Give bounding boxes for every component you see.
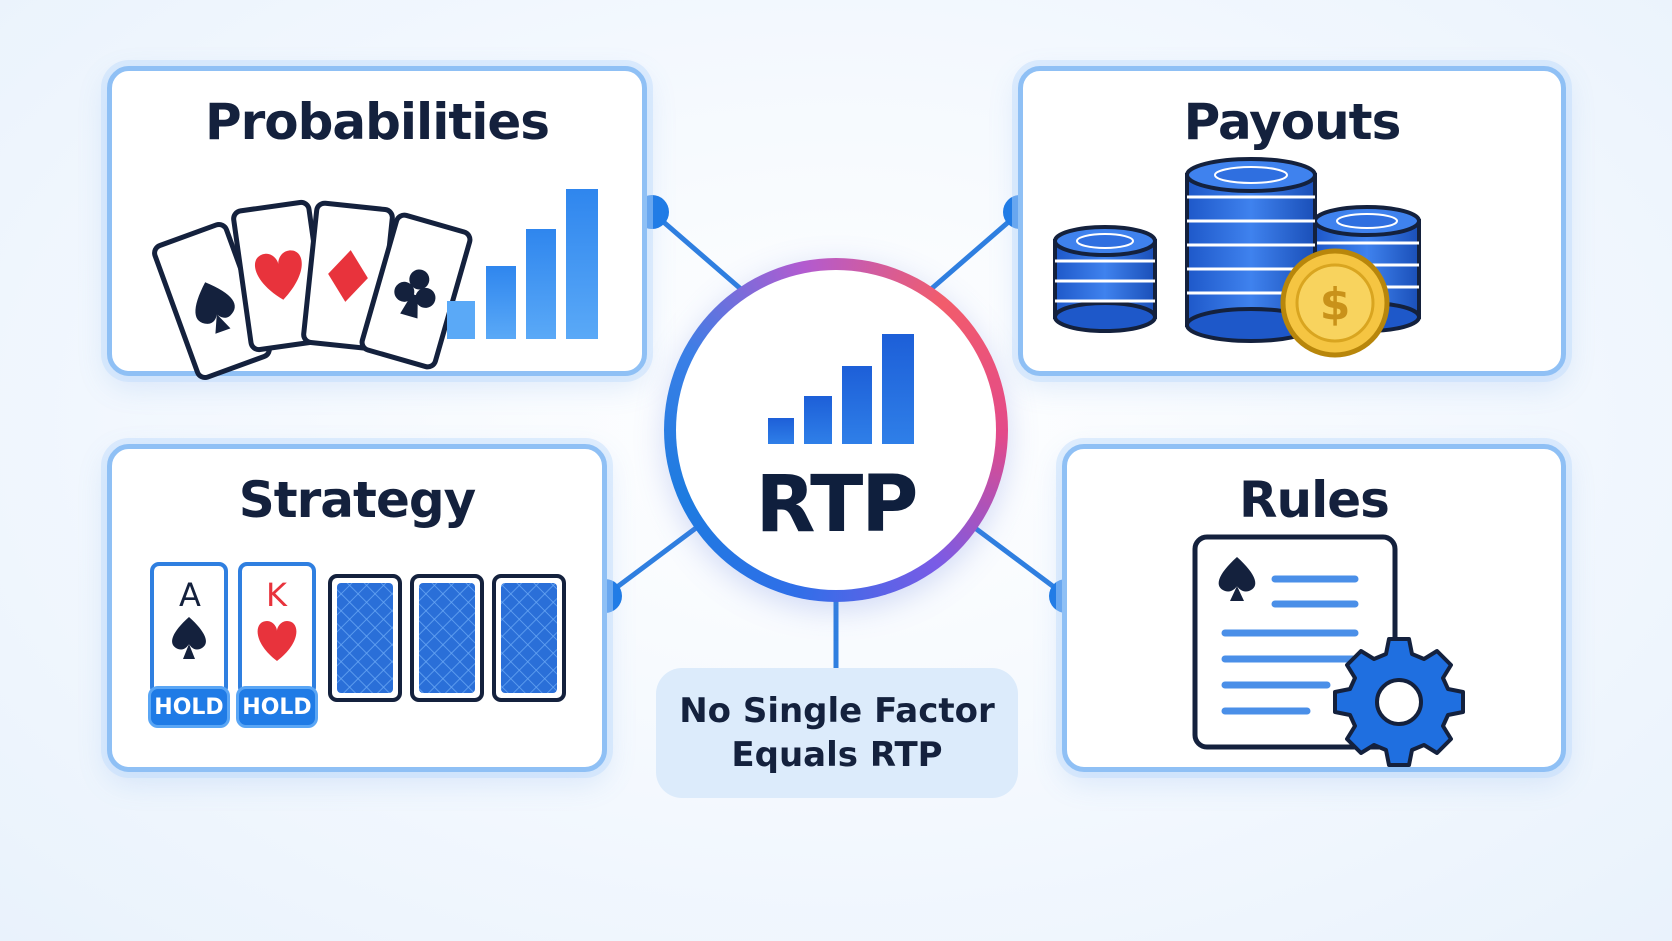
card-rank-king: K (266, 576, 287, 614)
panel-payouts: Payouts (1018, 66, 1566, 376)
hold-button-ace[interactable]: HOLD (148, 686, 230, 728)
panel-title-probabilities: Probabilities (204, 93, 550, 151)
gear-icon (1333, 637, 1465, 767)
connector-rules (972, 525, 1069, 599)
dollar-coin-icon: $ (1280, 248, 1390, 358)
bar-chart-icon (768, 334, 914, 444)
bar-chart-icon (447, 189, 598, 339)
note-box: No Single Factor Equals RTP (656, 668, 1018, 798)
note-line-2: Equals RTP (731, 735, 943, 775)
panel-title-rules: Rules (1239, 471, 1390, 529)
rtp-label: RTP (755, 460, 919, 550)
panel-probabilities: Probabilities (107, 66, 647, 381)
rtp-center-node: RTP (664, 258, 1008, 602)
hold-button-king[interactable]: HOLD (236, 686, 318, 728)
panel-strategy: Strategy A K HOLD HOLD (107, 444, 607, 772)
panel-rules: Rules (1062, 444, 1566, 772)
connector-probabilities (649, 209, 745, 293)
svg-text:$: $ (1320, 279, 1351, 330)
note-line-1: No Single Factor (679, 691, 995, 731)
spade-icon (172, 617, 206, 659)
poker-hand-icon (150, 562, 566, 702)
connector-strategy (602, 525, 699, 599)
spade-icon (1218, 557, 1256, 601)
panel-title-payouts: Payouts (1183, 93, 1402, 151)
connector-payouts (927, 209, 1023, 293)
heart-icon (257, 621, 297, 661)
panel-title-strategy: Strategy (238, 471, 477, 529)
card-rank-ace: A (179, 576, 201, 614)
